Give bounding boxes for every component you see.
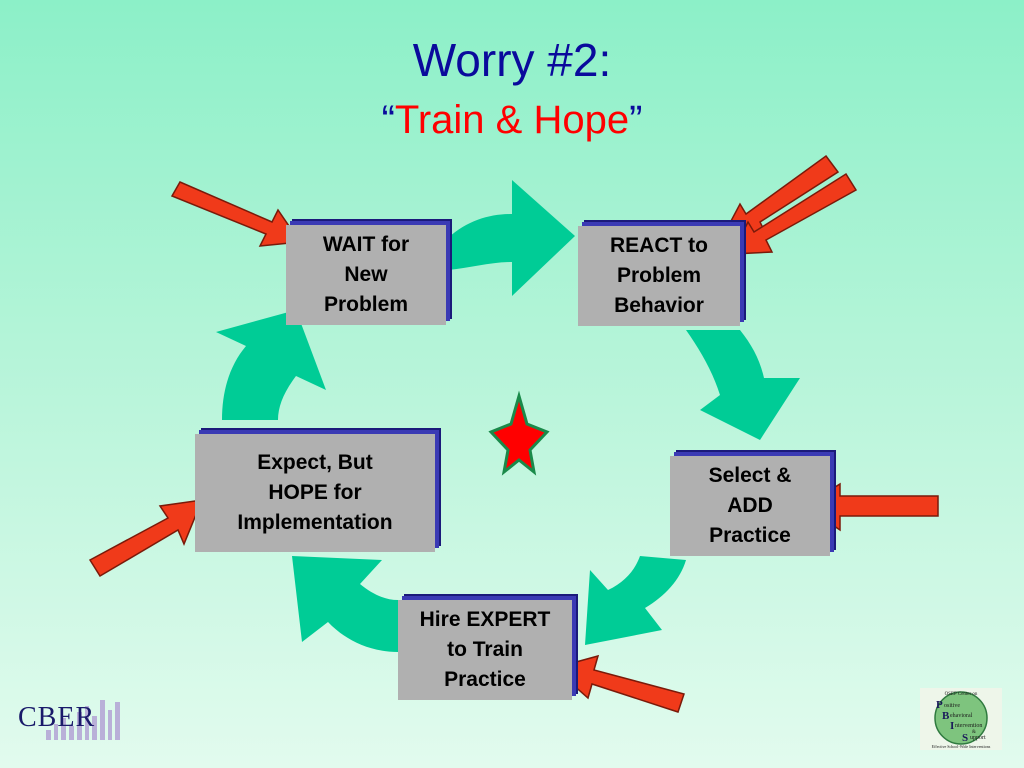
red-arrow-icon-expect <box>88 499 204 578</box>
title-open-quote: “ <box>381 98 395 142</box>
title-line-1: Worry #2: <box>412 34 612 86</box>
react-box: REACT to Problem Behavior <box>578 226 740 326</box>
pbis-logo: OSEP Center on P ositive B ehavioral I n… <box>920 688 1002 750</box>
svg-text:B: B <box>942 710 950 722</box>
curved-arrow-icon-top <box>448 180 575 296</box>
svg-text:S: S <box>962 732 968 744</box>
curved-arrow-icon-bottom-right <box>585 556 686 645</box>
hire-box: Hire EXPERT to Train Practice <box>398 600 572 700</box>
wait-box: WAIT for New Problem <box>286 225 446 325</box>
title-line-2: “Train & Hope” <box>0 96 1024 144</box>
red-arrow-icon-react-2 <box>730 172 858 255</box>
svg-text:Effective School-Wide Interven: Effective School-Wide Interventions <box>932 744 991 749</box>
curved-arrow-icon-right <box>686 330 800 440</box>
red-arrow-icon-wait <box>170 181 302 247</box>
expect-label: Expect, But HOPE for Implementation <box>237 451 393 534</box>
svg-text:I: I <box>950 720 954 732</box>
select-box: Select & ADD Practice <box>670 456 830 556</box>
react-label: REACT to Problem Behavior <box>610 234 708 317</box>
star-icon <box>488 390 550 476</box>
hire-label: Hire EXPERT to Train Practice <box>419 608 551 691</box>
red-arrow-icon-hire <box>552 654 685 713</box>
svg-text:ehavioral: ehavioral <box>950 713 973 719</box>
svg-text:ositive: ositive <box>944 703 960 709</box>
wait-label: WAIT for New Problem <box>322 233 410 316</box>
svg-text:P: P <box>936 699 943 711</box>
svg-text:OSEP Center on: OSEP Center on <box>945 692 978 697</box>
cber-logo-text: CBER <box>18 702 96 733</box>
curved-arrow-icon-bottom-left <box>292 556 398 652</box>
title-close-quote: ” <box>629 98 643 142</box>
svg-text:ntervention: ntervention <box>955 723 982 729</box>
select-label: Select & ADD Practice <box>708 464 792 547</box>
svg-text:&: & <box>972 730 976 735</box>
cycle-arrows <box>216 180 800 652</box>
curved-arrow-icon-left <box>216 310 326 420</box>
title-emphasis: Train & Hope <box>394 98 630 142</box>
svg-text:upport: upport <box>970 735 986 741</box>
pointer-arrows <box>88 154 939 713</box>
cber-logo: CBER <box>18 698 121 742</box>
expect-box: Expect, But HOPE for Implementation <box>195 434 435 552</box>
